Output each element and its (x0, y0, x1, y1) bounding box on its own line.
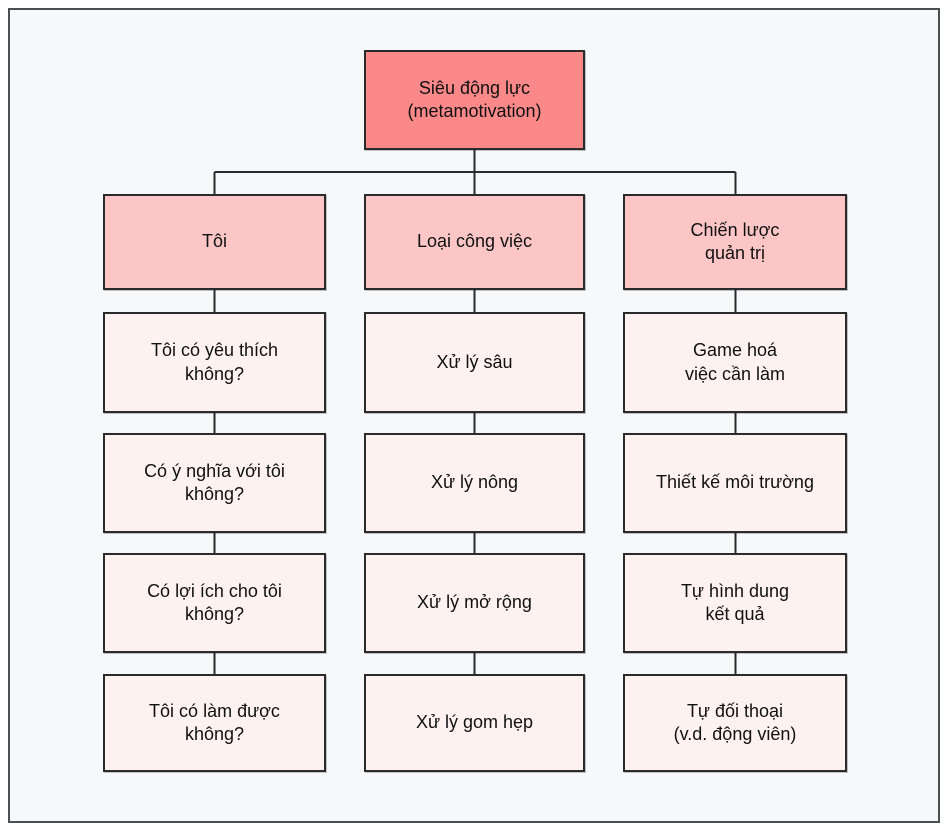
root-node-metamotivation[interactable]: Siêu động lực (metamotivation) (364, 50, 585, 150)
leaf-node-toi-3[interactable]: Có lợi ích cho tôi không? (103, 553, 326, 653)
leaf-node-quan-tri-3[interactable]: Tự hình dung kết quả (623, 553, 847, 653)
leaf-node-quan-tri-1[interactable]: Game hoá việc cần làm (623, 312, 847, 413)
leaf-node-cong-viec-4[interactable]: Xử lý gom hẹp (364, 674, 585, 772)
leaf-node-cong-viec-2[interactable]: Xử lý nông (364, 433, 585, 533)
leaf-node-toi-4[interactable]: Tôi có làm được không? (103, 674, 326, 772)
leaf-node-cong-viec-3[interactable]: Xử lý mở rộng (364, 553, 585, 653)
leaf-node-toi-2[interactable]: Có ý nghĩa với tôi không? (103, 433, 326, 533)
leaf-node-toi-1[interactable]: Tôi có yêu thích không? (103, 312, 326, 413)
category-node-toi[interactable]: Tôi (103, 194, 326, 290)
leaf-node-cong-viec-1[interactable]: Xử lý sâu (364, 312, 585, 413)
leaf-node-quan-tri-2[interactable]: Thiết kế môi trường (623, 433, 847, 533)
category-node-chien-luoc-quan-tri[interactable]: Chiến lược quản trị (623, 194, 847, 290)
category-node-loai-cong-viec[interactable]: Loại công việc (364, 194, 585, 290)
leaf-node-quan-tri-4[interactable]: Tự đối thoại (v.d. động viên) (623, 674, 847, 772)
